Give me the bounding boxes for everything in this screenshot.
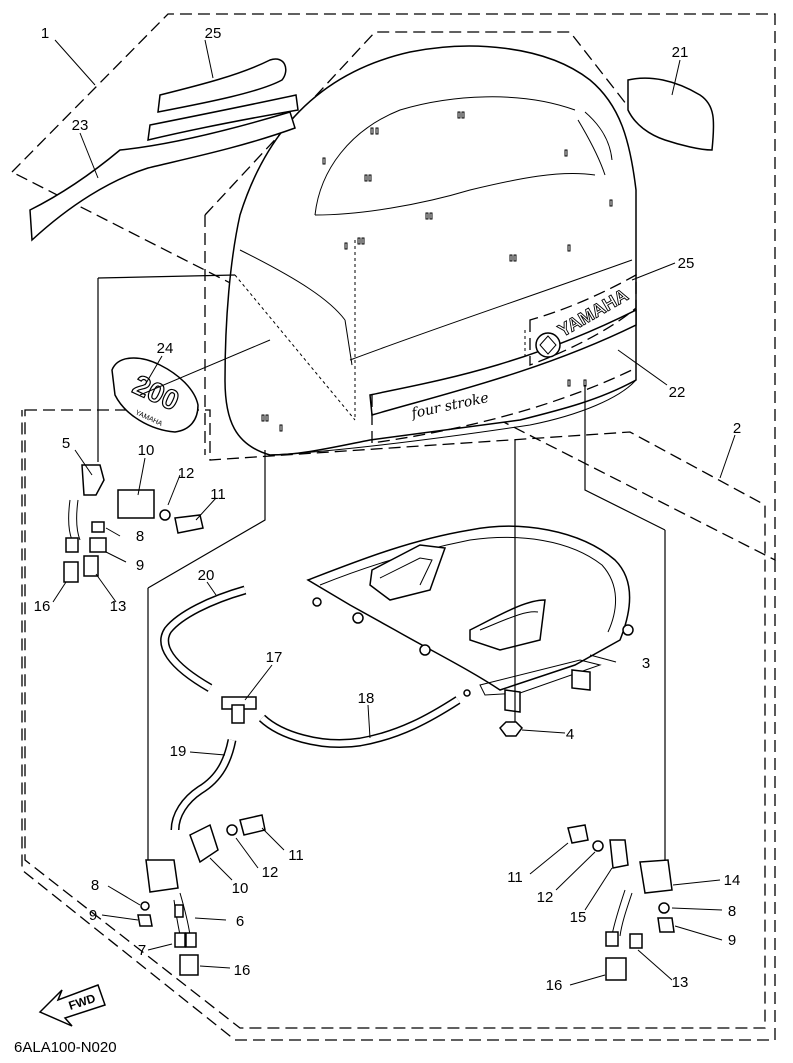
callout-12c: 12 bbox=[537, 889, 554, 906]
callout-7: 7 bbox=[138, 942, 146, 959]
callout-8c: 8 bbox=[728, 903, 736, 920]
tee-joint-17 bbox=[221, 696, 257, 724]
callout-10b: 10 bbox=[232, 880, 249, 897]
callout-22: 22 bbox=[669, 384, 686, 401]
callout-9b: 9 bbox=[89, 907, 97, 924]
callout-17: 17 bbox=[266, 649, 283, 666]
callout-24: 24 bbox=[157, 340, 174, 357]
guide-line-right bbox=[584, 385, 666, 531]
callout-11b: 11 bbox=[288, 847, 304, 864]
callout-11a: 11 bbox=[210, 486, 226, 503]
cowl-inner-dashed bbox=[204, 31, 649, 216]
bottom-cowling bbox=[306, 440, 634, 725]
callout-13a: 13 bbox=[110, 598, 127, 615]
callout-12a: 12 bbox=[178, 465, 195, 482]
decal-23 bbox=[29, 111, 296, 242]
callout-18: 18 bbox=[358, 690, 375, 707]
hose-20 bbox=[160, 585, 247, 692]
top-cowling-assembly-boundary bbox=[10, 13, 776, 562]
callout-9c: 9 bbox=[728, 932, 736, 949]
callout-2: 2 bbox=[733, 420, 741, 437]
leader-lines bbox=[52, 39, 736, 986]
top-cowling-assembly-boundary-lower bbox=[21, 410, 776, 1041]
latch-hardware-right bbox=[567, 530, 675, 981]
callout-8b: 8 bbox=[91, 877, 99, 894]
callout-25b: 25 bbox=[678, 255, 695, 272]
nut-4 bbox=[499, 721, 523, 737]
callout-23: 23 bbox=[72, 117, 89, 134]
callout-13b: 13 bbox=[672, 974, 689, 991]
callout-5: 5 bbox=[62, 435, 70, 452]
callout-16a: 16 bbox=[34, 598, 51, 615]
decal-24-model: 200 YAMAHA bbox=[111, 357, 199, 433]
callout-labels: 1 2 3 4 5 6 7 8 8 8 9 9 9 10 10 11 11 11… bbox=[34, 25, 742, 994]
callout-14: 14 bbox=[724, 872, 741, 889]
bottom-cowling-assembly-boundary bbox=[24, 409, 766, 1029]
decal-21 bbox=[627, 77, 715, 151]
callout-9a: 9 bbox=[136, 557, 144, 574]
guide-line-center bbox=[147, 450, 266, 589]
callout-4: 4 bbox=[566, 726, 574, 743]
diagram-code: 6ALA100-N020 bbox=[14, 1039, 117, 1056]
fwd-arrow-icon: FWD bbox=[38, 984, 106, 1027]
callout-12b: 12 bbox=[262, 864, 279, 881]
callout-11c: 11 bbox=[507, 869, 523, 886]
hose-19 bbox=[170, 739, 237, 831]
callout-20: 20 bbox=[198, 567, 215, 584]
hose-18 bbox=[258, 696, 461, 748]
callout-1: 1 bbox=[41, 25, 49, 42]
callout-6: 6 bbox=[236, 913, 244, 930]
callout-21: 21 bbox=[672, 44, 689, 61]
guide-line-left-cowl bbox=[97, 274, 236, 279]
latch-hardware-left-top bbox=[63, 464, 204, 583]
decal-25-top bbox=[147, 58, 299, 141]
callout-8a: 8 bbox=[136, 528, 144, 545]
callout-3: 3 bbox=[642, 655, 650, 672]
callout-10a: 10 bbox=[138, 442, 155, 459]
callout-16c: 16 bbox=[546, 977, 563, 994]
latch-hardware-left-bottom bbox=[137, 588, 266, 976]
callout-16b: 16 bbox=[234, 962, 251, 979]
callout-25a: 25 bbox=[205, 25, 222, 42]
callout-19: 19 bbox=[170, 743, 187, 760]
callout-15: 15 bbox=[570, 909, 587, 926]
